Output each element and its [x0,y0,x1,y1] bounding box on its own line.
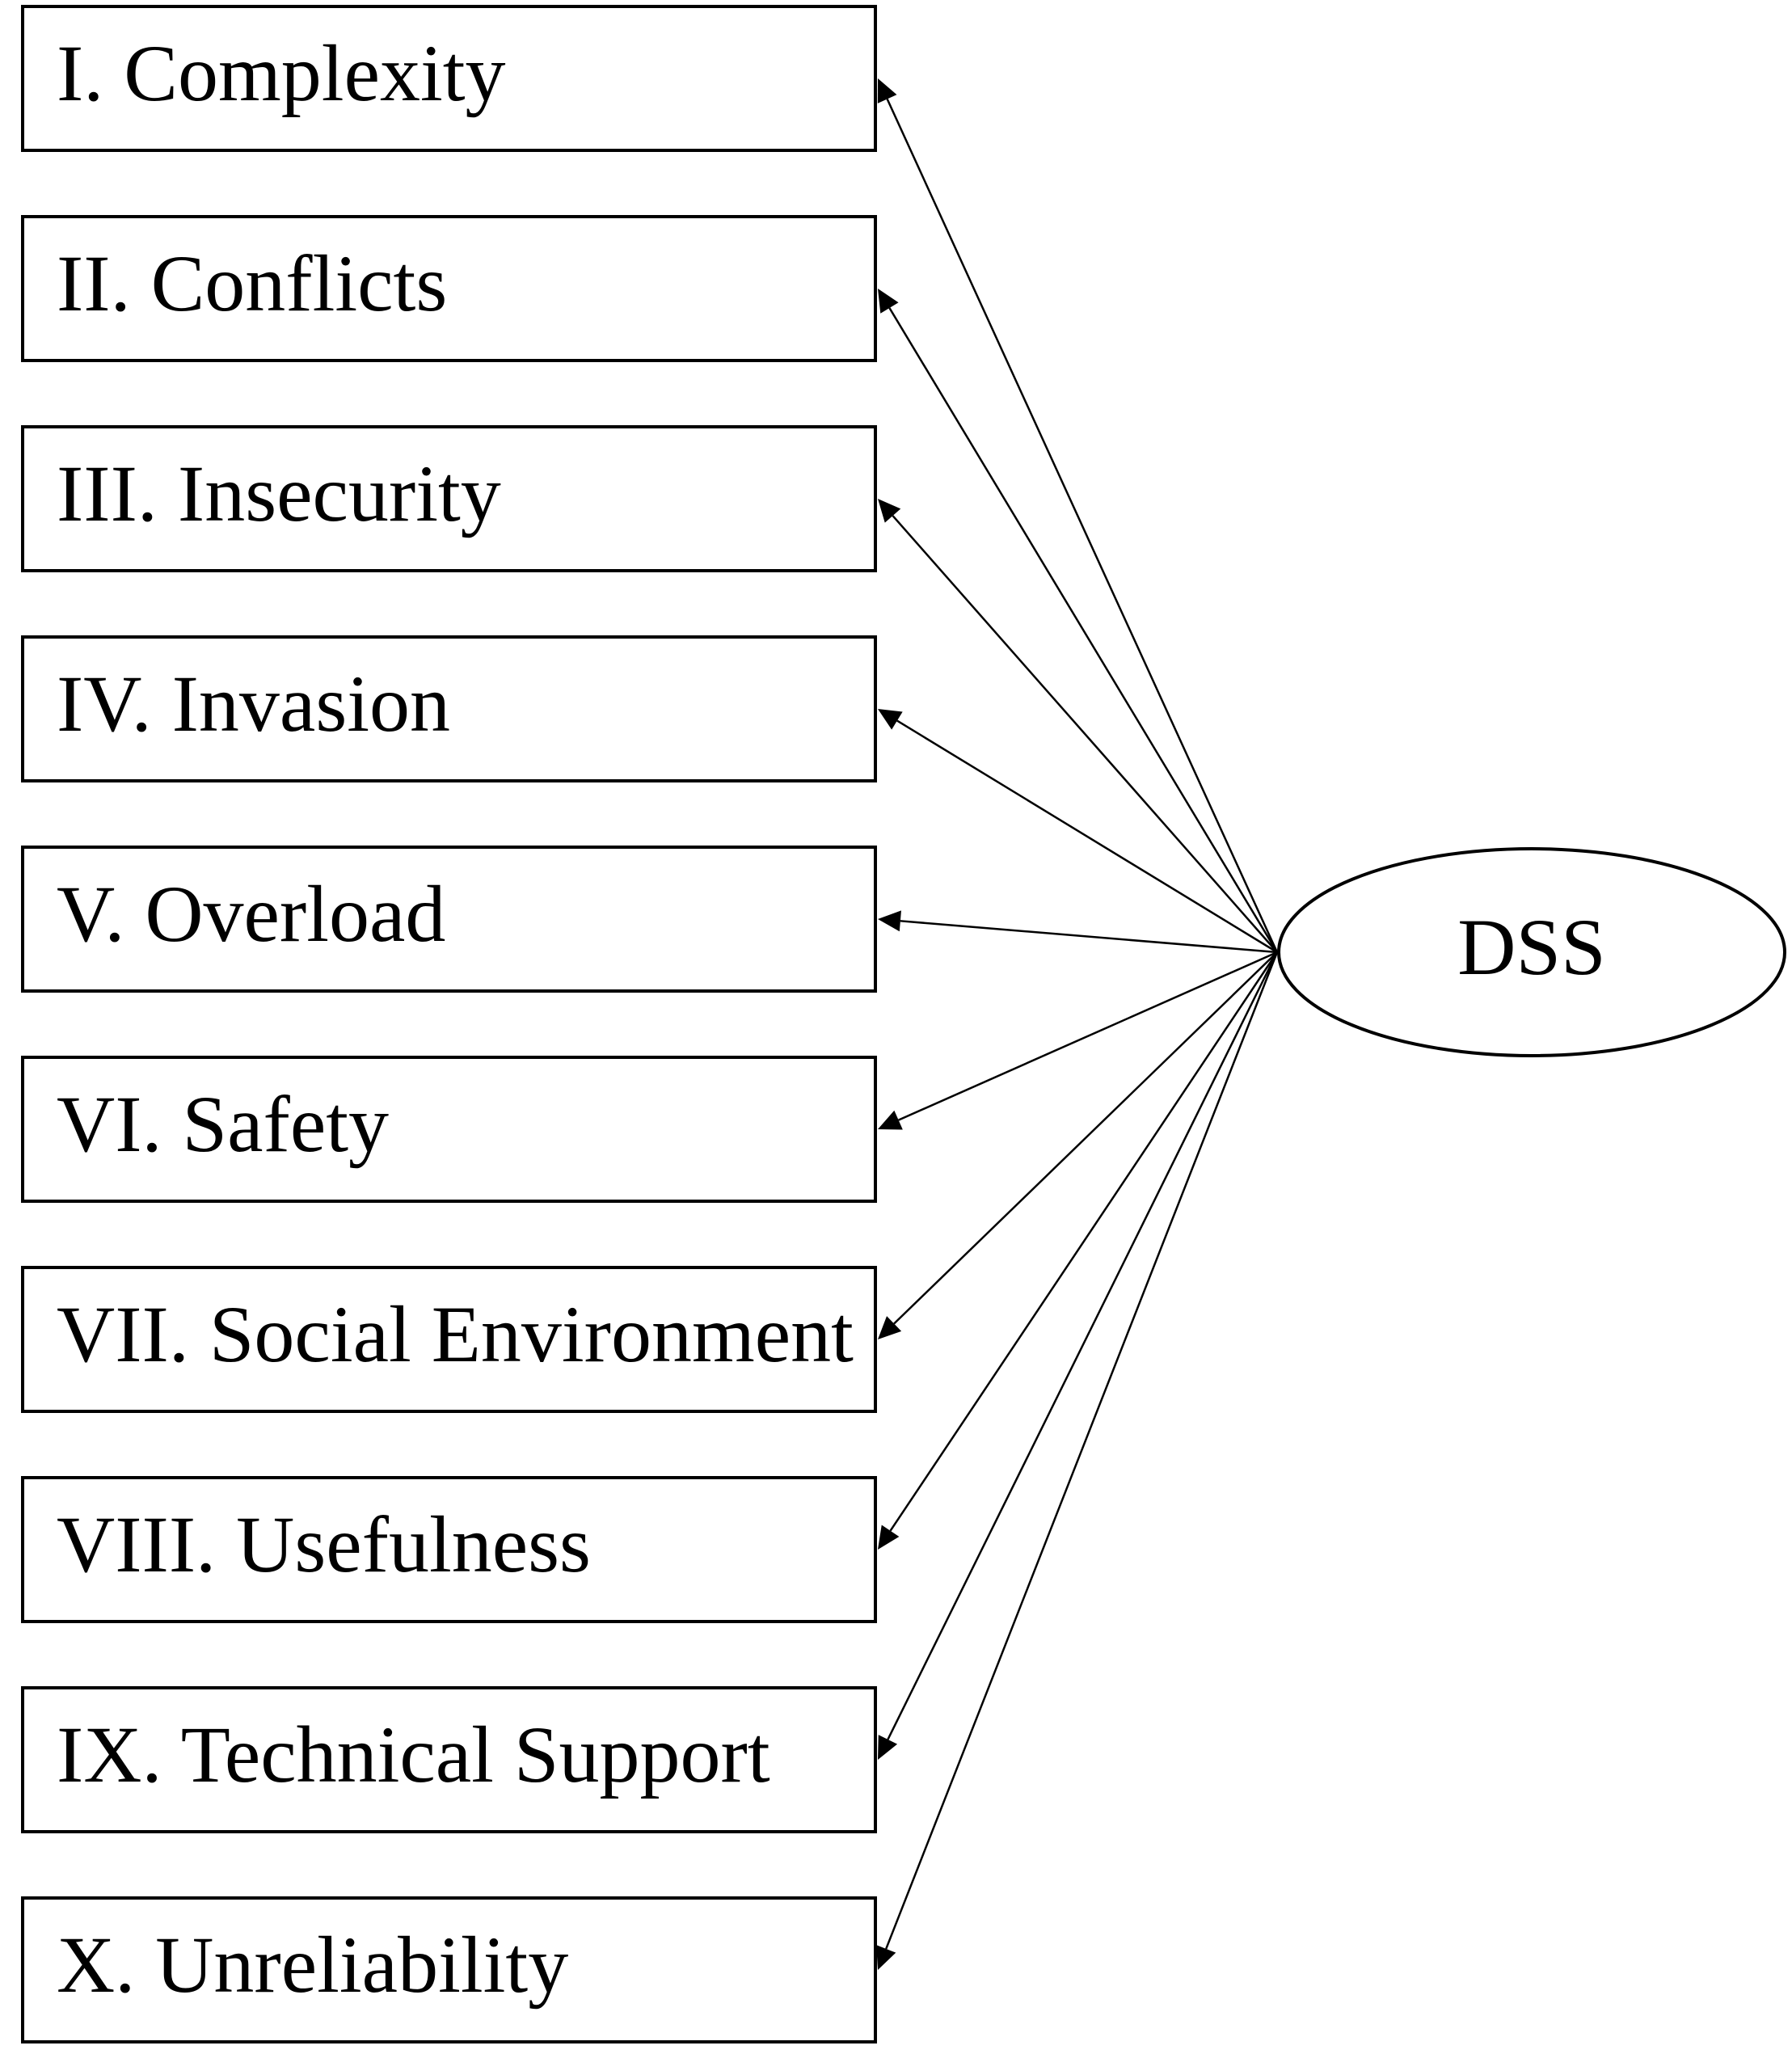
loading-path [888,307,1279,953]
loading-path [893,951,1278,1325]
factor-box [21,425,877,572]
factor-label: VI. Safety [57,1079,389,1169]
factor-box [21,1266,877,1413]
arrowhead [878,289,899,314]
latent-ellipse [1277,847,1786,1057]
arrowhead [878,910,901,932]
arrowhead [878,499,901,523]
arrowhead [878,1525,900,1550]
loading-paths [876,78,1279,1970]
factor-box [21,1056,877,1203]
factor-label: II. Conflicts [57,238,447,328]
arrowhead [876,1945,896,1970]
factor-box [21,215,877,362]
factor-box [21,635,877,782]
loading-path [885,951,1279,1950]
factor-label: X. Unreliability [57,1920,568,2010]
factor-label: VIII. Usefulness [57,1499,591,1589]
arrowhead [878,1316,902,1339]
factor-box [21,5,877,152]
factor-box [21,1476,877,1623]
factor-label: IV. Invasion [57,659,450,749]
arrowhead [878,1735,898,1760]
loading-path [896,719,1278,954]
factor-box [21,846,877,993]
loading-path [886,98,1279,953]
loading-path [900,920,1278,954]
loading-path [887,951,1279,1740]
arrowhead [878,709,903,730]
loading-path [898,951,1278,1121]
factor-label: IX. Technical Support [57,1710,770,1799]
loading-path [889,951,1279,1532]
loading-path [892,515,1278,953]
arrowhead [877,78,897,103]
factor-box [21,1896,877,2043]
factor-label: V. Overload [57,869,445,959]
factor-box [21,1686,877,1833]
latent-label: DSS [1457,902,1605,992]
factor-label: III. Insecurity [57,449,501,538]
latent-variable: DSS [1277,847,1786,1057]
factor-label: I. Complexity [57,28,506,118]
arrowhead [878,1110,903,1130]
factor-label: VII. Social Environment [57,1289,854,1379]
